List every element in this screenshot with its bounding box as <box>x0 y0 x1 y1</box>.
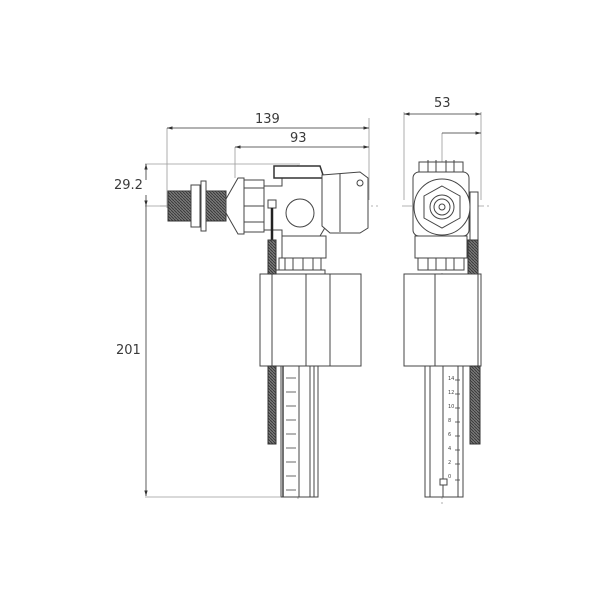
scale-label: 12 <box>448 390 455 396</box>
dimension-inlet-offset: 29.2 <box>114 178 143 193</box>
scale-label: 4 <box>448 446 452 452</box>
scale-label: 14 <box>448 376 455 382</box>
scale-label: 2 <box>448 460 452 466</box>
scale-label: 8 <box>448 418 452 424</box>
front-scale-labels: 14 12 10 8 6 4 2 0 <box>448 372 454 484</box>
scale-label: 0 <box>448 474 452 480</box>
scale-label: 6 <box>448 432 452 438</box>
dimension-overall-length: 139 <box>255 112 280 127</box>
side-view <box>167 165 369 498</box>
dimension-valve-body-length: 93 <box>290 131 307 146</box>
dimension-overall-height: 201 <box>116 343 141 358</box>
front-view <box>403 160 482 498</box>
dimension-front-width: 53 <box>434 96 451 111</box>
scale-label: 10 <box>448 404 455 410</box>
